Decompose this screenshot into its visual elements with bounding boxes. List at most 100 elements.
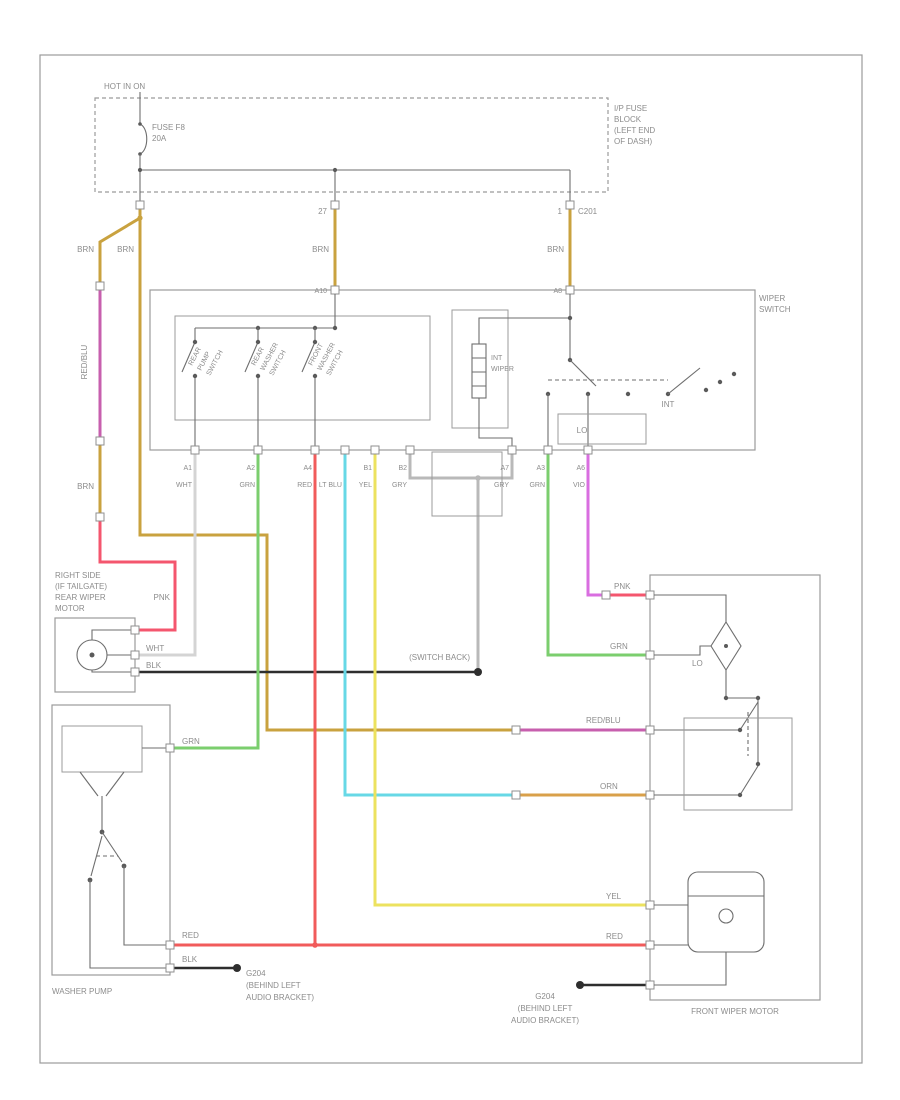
front-washer-switch-symbol [301, 328, 316, 446]
connector-pin [645, 980, 655, 990]
wiper-switch-title: SWITCH [759, 305, 791, 314]
wire-label-red: RED [182, 931, 199, 940]
wire-grn-front [546, 454, 646, 657]
contact-dot [717, 379, 723, 385]
washer-contact-arms [90, 831, 123, 877]
pin-id: A3 [536, 465, 545, 472]
rear-pump-switch-symbol [181, 328, 196, 446]
pin-wire-color: VIO [573, 482, 586, 489]
pin-wire-color: LT BLU [319, 482, 342, 489]
rear-motor-internal-wires [91, 629, 131, 673]
lo-position-box [557, 413, 647, 445]
wire-ltblu [343, 454, 512, 797]
bus-junction-2 [332, 167, 338, 173]
front-motor-box [649, 574, 821, 1001]
connector-pin [130, 625, 140, 635]
pin-id: B2 [398, 465, 407, 472]
front-wiper-motor: LO FRONT WIPER MOTOR [645, 574, 821, 1016]
front-motor-symbol [687, 871, 765, 953]
fuse-block-bus [139, 154, 571, 201]
pin-id: A1 [183, 465, 192, 472]
washer-pump-box [51, 704, 171, 976]
connector-pin [565, 285, 575, 295]
connector-pin [507, 445, 517, 455]
ground-location: (BEHIND LEFT [518, 1004, 573, 1013]
connector-pin [165, 940, 175, 950]
connector-pin [601, 590, 611, 600]
bus-junction-1 [137, 167, 143, 173]
contact-dot [755, 761, 761, 767]
int-wiper-box [451, 309, 509, 429]
connector-pin [645, 725, 655, 735]
wire-label-red: RED [606, 932, 623, 941]
park-switch-box [683, 717, 793, 811]
washer-pump: GRN RED BLK WASHER PUMP [51, 704, 200, 996]
rear-wiper-motor: RIGHT SIDE (IF TAILGATE) REAR WIPER MOTO… [54, 571, 164, 693]
cavity-label: 1 [558, 207, 563, 216]
contact-dot [625, 391, 631, 397]
pin-id: A7 [500, 465, 509, 472]
contact-dot [255, 373, 261, 379]
connector-pin [310, 445, 320, 455]
contact-dot [312, 339, 318, 345]
connector-pin [645, 790, 655, 800]
contact-dot [192, 373, 198, 379]
connector-pin [543, 445, 553, 455]
ground-switch-back-label: (SWITCH BACK) [409, 653, 470, 662]
connector-pin [135, 200, 145, 210]
wire-wht-rear [139, 454, 197, 657]
cavity-label: 27 [318, 207, 327, 216]
connector-pin [645, 590, 655, 600]
fuse-block-box [94, 97, 609, 193]
contact-dot [192, 339, 198, 345]
rear-motor-label: MOTOR [55, 604, 85, 613]
ground-name: G204 [246, 969, 266, 978]
wiper-switch: A10 A8 WIPER SWITCH REAR PUMP SWITCH REA… [149, 285, 791, 517]
connector-pin [370, 445, 380, 455]
upper-wire-labels: BRN BRN BRN BRN RED/BLU BRN PNK [77, 245, 564, 602]
junction-dot [567, 315, 573, 321]
pin-wire-color: GRY [494, 482, 509, 489]
connector-pin [95, 281, 105, 291]
connector-pin [511, 725, 521, 735]
int-wiper-label: INT [491, 355, 503, 362]
connector-pin [511, 790, 521, 800]
rear-washer-switch-symbol [244, 328, 259, 446]
pin-wire-color: GRN [239, 482, 255, 489]
ground-location: (BEHIND LEFT [246, 981, 301, 990]
pin-id: A2 [246, 465, 255, 472]
connector-label: C201 [578, 207, 598, 216]
breaker-dot [724, 644, 728, 648]
wire-label-redblu: RED/BLU [586, 716, 621, 725]
ground-location: AUDIO BRACKET) [246, 993, 314, 1002]
wire-label-yel: YEL [606, 892, 622, 901]
lo-position-label: LO [577, 426, 588, 435]
wire-label-blk: BLK [182, 955, 198, 964]
int-wiper-label: WIPER [491, 366, 514, 373]
gry-splice-box [431, 451, 503, 517]
wire-gry-ground [408, 454, 514, 670]
wire-label-brn: BRN [312, 245, 329, 254]
pin-wire-color: WHT [176, 482, 193, 489]
wire-label-grn: GRN [610, 642, 628, 651]
fuse-block-callout: I/P FUSE [614, 104, 647, 113]
ground-name: G204 [535, 992, 555, 1001]
front-motor-label: FRONT WIPER MOTOR [691, 1007, 779, 1016]
connector-pin [405, 445, 415, 455]
wire-yel-front [373, 454, 646, 907]
junction-brn [137, 215, 143, 221]
wire-grn-washer [174, 454, 260, 750]
pin-wire-color: GRY [392, 482, 407, 489]
pin-wire-color: YEL [359, 482, 372, 489]
wire-label-orn: ORN [600, 782, 618, 791]
connector-pin [583, 445, 593, 455]
wire-brn-main-feed [138, 218, 512, 732]
front-motor-internal-wires [654, 594, 759, 986]
fuse-block: HOT IN ON FUSE F8 20A I/P FUSE BLOCK (LE… [94, 82, 655, 216]
wire-label-blk: BLK [146, 661, 162, 670]
mode-switch-arm [569, 359, 597, 387]
ground-switch-back [474, 668, 482, 676]
connector-pin [340, 445, 350, 455]
switch-feed-bus [195, 294, 336, 329]
